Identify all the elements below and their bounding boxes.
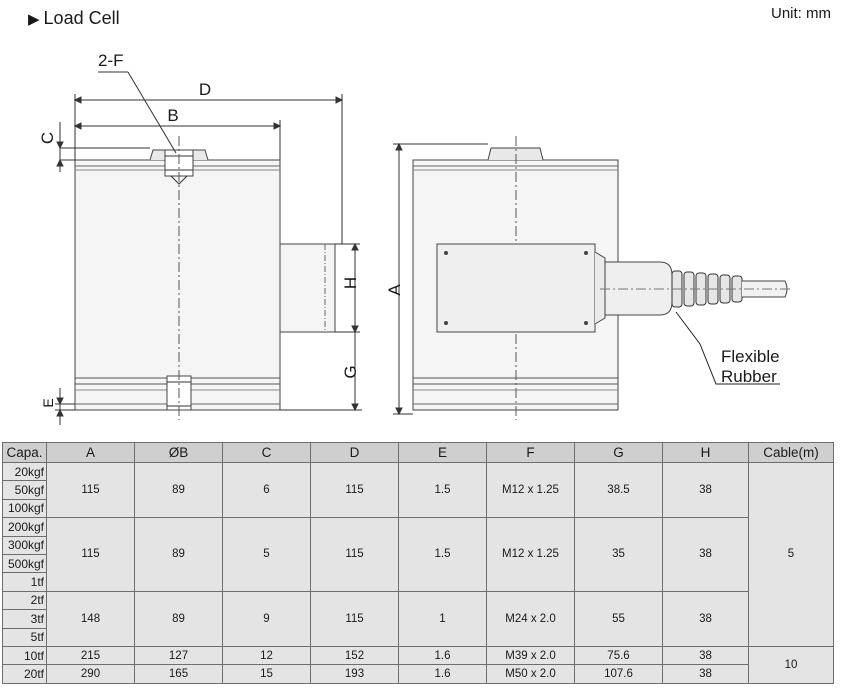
table-row: 100kgf xyxy=(2,498,834,519)
capacity-cell: 5tf xyxy=(2,627,47,647)
dim-label-e: E xyxy=(40,398,56,407)
table-row: 2tf 148 89 9 115 1 M24 x 2.0 55 38 xyxy=(2,590,834,647)
header-f: F xyxy=(486,442,575,463)
value-h: 38 xyxy=(662,645,749,666)
capacity-cell: 3tf xyxy=(2,609,47,629)
header-g: G xyxy=(574,442,663,463)
value-c: 5 xyxy=(222,517,311,592)
capacity-cell: 1tf xyxy=(2,572,47,592)
dim-label-f: 2-F xyxy=(98,51,124,70)
value-a: 115 xyxy=(46,517,135,592)
value-b: 89 xyxy=(134,461,223,519)
unit-label: Unit: mm xyxy=(771,5,831,22)
play-triangle-icon: ▶ xyxy=(28,10,40,28)
value-h: 38 xyxy=(662,590,749,647)
value-d: 193 xyxy=(310,664,399,684)
table-row: 200kgf 115 89 5 115 1.5 M12 x 1.25 35 38 xyxy=(2,517,834,592)
value-g: 107.6 xyxy=(574,664,663,684)
capacity-cell: 200kgf xyxy=(2,517,47,537)
table-row: 3tf xyxy=(2,609,834,629)
dim-label-d: D xyxy=(199,80,211,99)
table-row: 10tf 215 127 12 152 1.6 M39 x 2.0 75.6 3… xyxy=(2,645,834,684)
value-d: 115 xyxy=(310,461,399,519)
flexible-label: Flexible xyxy=(721,347,780,366)
table-row: 20tf 290 165 15 193 1.6 M50 x 2.0 107.6 … xyxy=(2,664,834,684)
value-a: 290 xyxy=(46,664,135,684)
page-title: ▶ Load Cell xyxy=(28,8,120,29)
header-a: A xyxy=(46,442,135,463)
capacity-cell: 10tf xyxy=(2,645,47,666)
value-b: 127 xyxy=(134,645,223,666)
value-h: 38 xyxy=(662,517,749,592)
spec-table-body: 20kgf 115 89 6 115 1.5 M12 x 1.25 38.5 3… xyxy=(2,461,834,684)
table-row: 1tf xyxy=(2,572,834,592)
header-b: ØB xyxy=(134,442,223,463)
value-cable: 10 xyxy=(748,645,834,684)
value-g: 35 xyxy=(574,517,663,592)
page-title-text: Load Cell xyxy=(43,8,120,28)
value-a: 148 xyxy=(46,590,135,647)
value-e: 1.6 xyxy=(398,664,487,684)
value-f: M12 x 1.25 xyxy=(486,461,575,519)
header-c: C xyxy=(222,442,311,463)
capacity-cell: 50kgf xyxy=(2,480,47,500)
rubber-label: Rubber xyxy=(721,367,777,386)
value-c: 15 xyxy=(222,664,311,684)
table-row: 20kgf 115 89 6 115 1.5 M12 x 1.25 38.5 3… xyxy=(2,461,834,647)
value-a: 115 xyxy=(46,461,135,519)
dim-label-h: H xyxy=(341,277,360,289)
value-d: 115 xyxy=(310,517,399,592)
value-h: 38 xyxy=(662,664,749,684)
header-cable: Cable(m) xyxy=(748,442,834,463)
value-e: 1.6 xyxy=(398,645,487,666)
dim-label-a: A xyxy=(385,284,404,296)
value-e: 1.5 xyxy=(398,517,487,592)
value-g: 75.6 xyxy=(574,645,663,666)
value-f: M24 x 2.0 xyxy=(486,590,575,647)
value-e: 1.5 xyxy=(398,461,487,519)
value-b: 165 xyxy=(134,664,223,684)
capacity-cell: 300kgf xyxy=(2,535,47,555)
value-c: 6 xyxy=(222,461,311,519)
value-g: 38.5 xyxy=(574,461,663,519)
side-view xyxy=(393,136,790,420)
value-c: 9 xyxy=(222,590,311,647)
spec-table: Capa. A ØB C D E F G H Cable(m) 20kgf 11… xyxy=(2,442,834,684)
capacity-cell: 2tf xyxy=(2,590,47,611)
value-f: M39 x 2.0 xyxy=(486,645,575,666)
capacity-cell: 20kgf xyxy=(2,461,47,482)
value-c: 12 xyxy=(222,645,311,666)
capacity-cell: 20tf xyxy=(2,664,47,684)
header-e: E xyxy=(398,442,487,463)
value-b: 89 xyxy=(134,590,223,647)
value-a: 215 xyxy=(46,645,135,666)
header-d: D xyxy=(310,442,399,463)
dim-label-c: C xyxy=(38,132,57,144)
value-h: 38 xyxy=(662,461,749,519)
table-row: 300kgf xyxy=(2,535,834,555)
value-f: M50 x 2.0 xyxy=(486,664,575,684)
value-d: 115 xyxy=(310,590,399,647)
value-g: 55 xyxy=(574,590,663,647)
dim-label-g: G xyxy=(341,365,360,378)
capacity-cell: 100kgf xyxy=(2,498,47,519)
header-capa: Capa. xyxy=(2,442,47,463)
capacity-cell: 500kgf xyxy=(2,553,47,574)
load-cell-drawing: D B 2-F C H G E A Flexible Rubber xyxy=(38,51,790,425)
spec-table-header: Capa. A ØB C D E F G H Cable(m) xyxy=(2,442,834,463)
header-h: H xyxy=(662,442,749,463)
dim-label-b: B xyxy=(167,106,178,125)
value-cable: 5 xyxy=(748,462,834,647)
value-e: 1 xyxy=(398,590,487,647)
value-f: M12 x 1.25 xyxy=(486,517,575,592)
value-b: 89 xyxy=(134,517,223,592)
front-view xyxy=(55,71,362,425)
value-d: 152 xyxy=(310,645,399,666)
